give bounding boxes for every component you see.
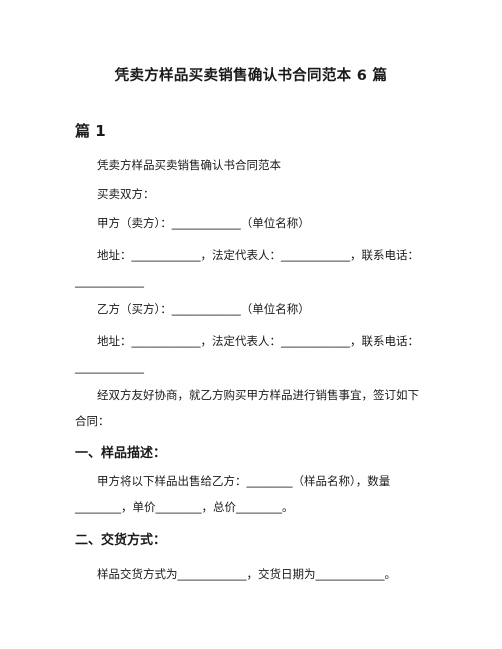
agreement-intro: 经双方友好协商，就乙方购买甲方样品进行销售事宜，签订如下合同： (75, 388, 419, 428)
party-a-address: 地址：____________，法定代表人：____________，联系电话：… (75, 248, 419, 288)
section-heading: 篇 1 (75, 122, 106, 140)
delivery-text: 样品交货方式为____________，交货日期为____________。 (97, 567, 396, 581)
document-title: 凭卖方样品买卖销售确认书合同范本 6 篇 (114, 68, 388, 84)
sample-description-text: 甲方将以下样品出售给乙方：________（样品名称），数量________，单… (75, 474, 391, 514)
contract-name-line: 凭卖方样品买卖销售确认书合同范本 (97, 158, 281, 172)
parties-label: 买卖双方： (97, 187, 155, 201)
heading-delivery: 二、交货方式： (75, 533, 167, 548)
party-b-line: 乙方（买方）：____________（单位名称） (97, 302, 310, 316)
party-b-address: 地址：____________，法定代表人：____________，联系电话：… (75, 334, 419, 374)
party-a-line: 甲方（卖方）：____________（单位名称） (97, 216, 310, 230)
heading-sample-description: 一、样品描述： (75, 446, 167, 461)
